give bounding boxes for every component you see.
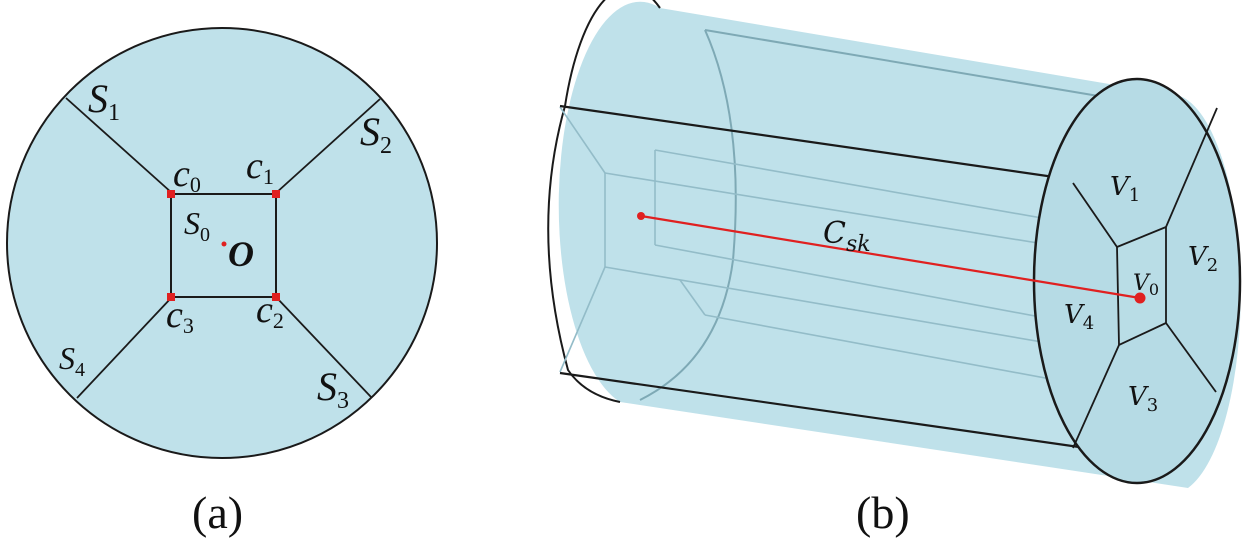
front-spoke-1 [1072,182,1118,248]
label-s0: S0 [184,205,210,246]
back-end-outline [564,0,661,107]
label-v2: V2 [1188,242,1218,276]
skeleton-end-point [1134,292,1146,304]
back-end-outline-lower [547,105,621,403]
top-long-edge [559,104,1076,182]
label-v3: V3 [1128,382,1158,416]
label-s1: S1 [88,76,120,126]
center-point-o [221,241,227,247]
front-spoke-4 [1072,344,1120,449]
caption-b: (b) [856,487,910,538]
skeleton-line [640,214,1141,300]
skeleton-start-point [637,212,645,220]
label-v4: V4 [1064,300,1094,334]
label-s2: S2 [360,109,392,159]
label-c0: c0 [173,153,201,197]
inner-prism-edges [559,106,1119,391]
label-v0: V0 [1133,271,1159,299]
panel-b-cylinder: Csk V0 V1 V2 V3 V4 (b) [547,0,1242,538]
front-spoke-3 [1165,322,1217,393]
panel-a-cross-section: S1 S2 S3 S4 S0 O c0 c1 c2 c3 (a) [6,27,438,538]
label-c3: c3 [166,294,194,338]
label-csk: Csk [823,216,871,257]
corner-point-c0 [167,190,175,198]
label-c1: c1 [246,145,274,189]
label-s3: S3 [317,364,349,414]
bottom-long-edge [559,371,1101,452]
front-spoke-2 [1165,107,1218,228]
spoke-s4 [76,296,173,399]
spoke-s2 [275,98,381,194]
label-v1: V1 [1110,172,1140,206]
spoke-s1 [65,97,173,194]
hidden-top-edge [704,29,1153,106]
spoke-s3 [275,296,372,398]
label-s4: S4 [59,340,85,381]
label-c2: c2 [256,289,284,333]
corner-point-c3 [167,293,175,301]
corner-point-c2 [272,293,280,301]
corner-point-c1 [272,190,280,198]
center-square [170,193,277,298]
label-o: O [228,234,254,274]
caption-a: (a) [192,487,243,538]
